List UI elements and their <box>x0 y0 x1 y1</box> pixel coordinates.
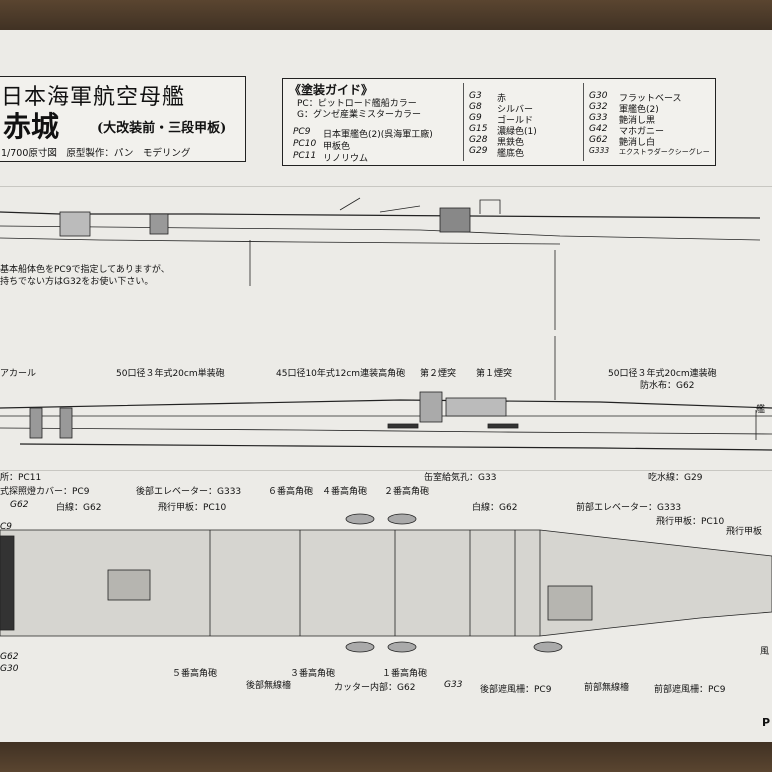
guide-code: G15 <box>469 124 488 134</box>
label-aft-elevator: 後部エレベーター：G333 <box>136 487 242 497</box>
guide-color: 軍艦色(2) <box>619 105 659 115</box>
label-funnel-1: 第１煙突 <box>476 369 513 379</box>
guide-code: PC9 <box>293 127 311 137</box>
label-bridge: 艦 <box>756 405 766 415</box>
label-flight-deck: 飛行甲板：PC10 <box>656 517 725 527</box>
guide-code: PC10 <box>293 139 317 149</box>
side-profile-upper <box>0 197 761 330</box>
label-fwd-windbreak: 前部遮風柵：PC9 <box>654 685 726 695</box>
label-flight-deck: 飛行甲板：PC10 <box>158 503 227 513</box>
label-aa-4: ４番高角砲 <box>322 487 368 497</box>
guide-color: 艶消し白 <box>619 138 656 148</box>
guide-code: G333 <box>589 146 610 155</box>
note-line: 持ちでない方はG32をお使い下さい。 <box>0 277 154 287</box>
label-50cal-twin: 50口径３年式20cm連装砲 <box>608 369 717 379</box>
guide-divider <box>463 83 464 161</box>
label-waterline: 吃水線：G29 <box>648 473 703 483</box>
label-canvas: 防水布：G62 <box>640 381 695 391</box>
label-decal: アカール <box>0 369 37 379</box>
label-searchlight: 式探照燈カバー：PC9 <box>0 487 90 497</box>
guide-code: G28 <box>469 135 488 145</box>
label-g33: G33 <box>444 680 463 690</box>
guide-code: G33 <box>589 113 608 123</box>
side-profile-lower <box>0 336 772 451</box>
label-g30: G30 <box>0 664 19 674</box>
label-linoleum: 所：PC11 <box>0 473 42 483</box>
label-vent: 缶室給気孔：G33 <box>424 473 497 483</box>
guide-code: G29 <box>469 146 488 156</box>
label-aft-radio-mast: 後部無線檣 <box>246 681 292 691</box>
title-sub: (大改装前・三段甲板) <box>97 121 227 136</box>
label-aa-1: １番高角砲 <box>382 669 428 679</box>
label-aft-windbreak: 後部遮風柵：PC9 <box>480 685 552 695</box>
label-50cal-single: 50口径３年式20cm単装砲 <box>116 369 225 379</box>
label-fwd-radio-mast: 前部無線檣 <box>584 683 630 693</box>
guide-brand: G：グンゼ産業ミスターカラー <box>297 110 421 120</box>
guide-color: 艦底色 <box>497 149 525 159</box>
guide-code: G62 <box>589 135 608 145</box>
label-funnel-2: 第２煙突 <box>420 369 457 379</box>
guide-color: シルバー <box>497 105 534 115</box>
label-white-line: 白線：G62 <box>472 503 518 513</box>
wood-surface-top <box>0 0 772 34</box>
label-fwd-elevator: 前部エレベーター：G333 <box>576 503 682 513</box>
guide-color: 濃緑色(1) <box>497 127 537 137</box>
guide-divider <box>583 83 584 161</box>
label-pc9: C9 <box>0 522 13 532</box>
guide-color: 日本軍艦色(2)(呉海軍工廠) <box>323 130 433 140</box>
fold-line <box>0 186 772 187</box>
guide-code: G9 <box>469 113 482 123</box>
label-aa-5: ５番高角砲 <box>172 669 218 679</box>
label-45cal-aa: 45口径10年式12cm連装高角砲 <box>276 369 406 379</box>
title-ship: 赤城 <box>3 110 60 143</box>
label-wind-cut: 風 <box>760 647 770 657</box>
painting-guide: 《塗装ガイド》 PC：ピットロード艦船カラー G：グンゼ産業ミスターカラー PC… <box>282 78 716 166</box>
label-g62: G62 <box>10 500 29 510</box>
label-white-line: 白線：G62 <box>56 503 102 513</box>
label-aa-6: ６番高角砲 <box>268 487 314 497</box>
label-p: P <box>762 716 771 729</box>
guide-code: G3 <box>469 91 482 101</box>
guide-heading: 《塗装ガイド》 <box>289 83 374 97</box>
guide-code: G42 <box>589 124 608 134</box>
guide-color: エクストラダークシーグレー <box>619 148 710 156</box>
title-box: 日本海軍航空母艦 赤城 (大改装前・三段甲板) 1/700原寸図 原型製作：パン… <box>0 76 246 162</box>
label-g62: G62 <box>0 652 19 662</box>
guide-brand: PC：ピットロード艦船カラー <box>297 99 417 109</box>
label-flight-deck: 飛行甲板 <box>726 527 763 537</box>
guide-code: G32 <box>589 102 608 112</box>
wood-surface-bottom <box>0 738 772 772</box>
guide-color: 甲板色 <box>323 142 351 152</box>
title-main: 日本海軍航空母艦 <box>1 85 186 110</box>
fold-line <box>0 470 772 471</box>
guide-color: 艶消し黒 <box>619 116 656 126</box>
guide-color: 赤 <box>497 94 507 104</box>
label-cutter: カッター内部：G62 <box>334 683 416 693</box>
guide-color: ゴールド <box>497 116 534 126</box>
guide-color: マホガニー <box>619 127 665 137</box>
guide-color: リノリウム <box>323 154 369 164</box>
guide-color: 黒鉄色 <box>497 138 525 148</box>
guide-code: PC11 <box>293 151 317 161</box>
deck-plan <box>0 513 772 653</box>
guide-code: G8 <box>469 102 482 112</box>
label-aa-2: ２番高角砲 <box>384 487 430 497</box>
title-credit: 1/700原寸図 原型製作：パン モデリング <box>1 148 191 159</box>
note-line: 基本船体色をPC9で指定してありますが、 <box>0 265 170 275</box>
label-aa-3: ３番高角砲 <box>290 669 336 679</box>
guide-color: フラットベース <box>619 94 682 104</box>
guide-code: G30 <box>589 91 608 101</box>
